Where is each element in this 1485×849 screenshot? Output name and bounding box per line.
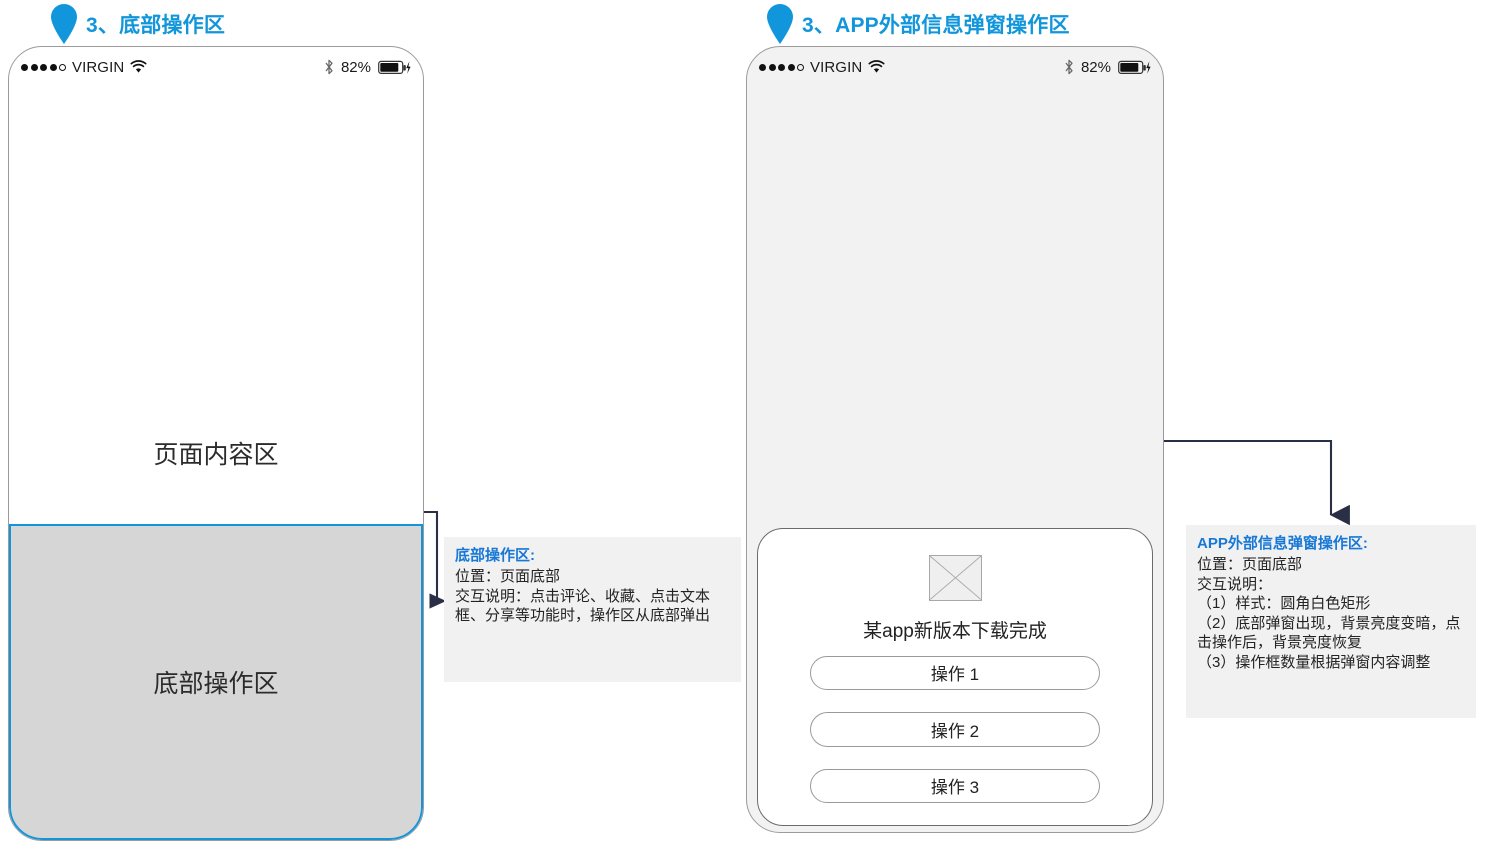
- page-content-label: 页面内容区: [153, 441, 279, 469]
- section-header-bottom-op: 3、底部操作区: [49, 2, 225, 46]
- status-bar: VIRGIN 82%: [747, 47, 1163, 87]
- section-header-app-popup: 3、APP外部信息弹窗操作区: [765, 2, 1070, 46]
- battery-percent-label: 82%: [340, 58, 371, 76]
- status-bar-left: VIRGIN: [759, 59, 885, 76]
- section-title: 3、APP外部信息弹窗操作区: [802, 14, 1070, 37]
- annotation-note-bottom-op: 底部操作区: 位置：页面底部 交互说明：点击评论、收藏、点击文本框、分享等功能时…: [444, 537, 741, 682]
- note-line: 交互说明：点击评论、收藏、点击文本框、分享等功能时，操作区从底部弹出: [455, 587, 711, 625]
- note-line: （2）底部弹窗出现，背景亮度变暗，点击操作后，背景亮度恢复: [1197, 614, 1461, 652]
- bottom-operation-area[interactable]: 底部操作区: [9, 524, 423, 840]
- status-bar-right: 82%: [1064, 59, 1151, 76]
- bluetooth-icon: [1065, 59, 1073, 75]
- status-bar-left: VIRGIN: [21, 59, 147, 76]
- note-line: （1）样式：圆角白色矩形: [1197, 595, 1371, 613]
- battery-percent-label: 82%: [1080, 58, 1111, 76]
- bottom-sheet-popup: 某app新版本下载完成 操作 1 操作 2 操作 3: [757, 528, 1153, 826]
- image-placeholder-icon: [928, 555, 982, 601]
- status-bar-right: 82%: [324, 59, 411, 76]
- signal-strength-icon: [21, 63, 66, 71]
- section-title: 3、底部操作区: [86, 14, 226, 37]
- note-line: 位置：页面底部: [1197, 556, 1303, 574]
- wifi-icon: [130, 60, 147, 73]
- bluetooth-icon: [325, 59, 333, 75]
- popup-action-button-3[interactable]: 操作 3: [810, 768, 1100, 803]
- popup-action-button-1[interactable]: 操作 1: [810, 655, 1100, 691]
- note-line: 交互说明：: [1197, 575, 1273, 593]
- carrier-label: VIRGIN: [810, 58, 863, 76]
- bottom-operation-label: 底部操作区: [153, 670, 279, 698]
- annotation-note-app-popup: APP外部信息弹窗操作区: 位置：页面底部 交互说明： （1）样式：圆角白色矩形…: [1186, 525, 1476, 718]
- popup-title: 某app新版本下载完成: [863, 620, 1047, 642]
- battery-charging-icon: [378, 60, 411, 74]
- note-line: （3）操作框数量根据弹窗内容调整: [1197, 653, 1431, 671]
- phone-mockup-right: VIRGIN 82%: [746, 46, 1164, 833]
- signal-strength-icon: [759, 63, 804, 71]
- note-line: 位置：页面底部: [455, 568, 561, 586]
- wifi-icon: [868, 60, 885, 73]
- note-title: 底部操作区:: [455, 547, 535, 564]
- map-pin-icon: [767, 4, 793, 44]
- carrier-label: VIRGIN: [72, 58, 125, 76]
- status-bar: VIRGIN 82%: [9, 47, 423, 87]
- popup-action-button-2[interactable]: 操作 2: [810, 712, 1100, 747]
- map-pin-icon: [51, 4, 77, 44]
- note-title: APP外部信息弹窗操作区:: [1197, 535, 1368, 552]
- phone-mockup-left: VIRGIN 82% 页面内容区: [8, 46, 424, 841]
- battery-charging-icon: [1118, 60, 1151, 74]
